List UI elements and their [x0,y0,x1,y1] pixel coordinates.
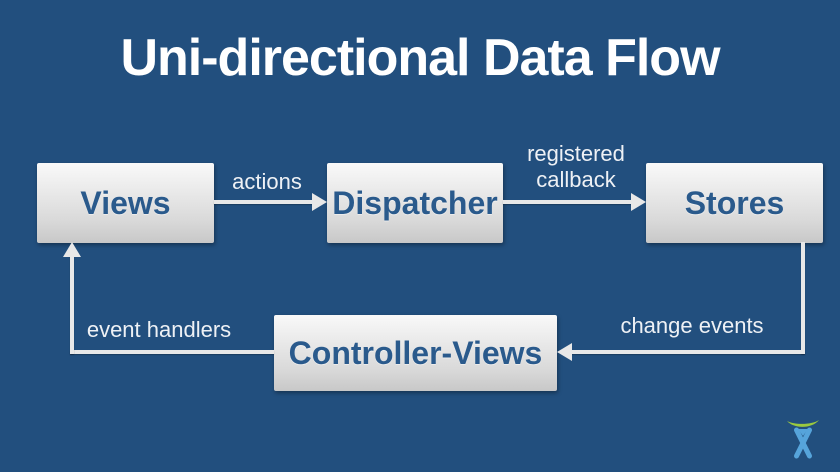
dispatcher-box: Dispatcher [327,163,503,243]
dispatcher-box-label: Dispatcher [332,184,498,221]
views-box-label: Views [80,184,171,221]
change-events-arrowhead-icon [557,343,572,361]
stores-box-label: Stores [684,184,785,221]
stores-box: Stores [646,163,823,243]
registered-callback-arrow-shaft [503,200,633,204]
event-handlers-arrow-horizontal-shaft [70,350,274,354]
event-handlers-label: event handlers [86,317,232,342]
slide-title: Uni-directional Data Flow [120,29,720,87]
views-box: Views [37,163,214,243]
atlassian-logo-icon [787,420,819,459]
actions-arrowhead-icon [312,193,327,211]
controller-views-box: Controller-Views [274,315,557,391]
change-events-arrow-vertical-shaft [801,242,805,354]
actions-arrow-shaft [214,200,314,204]
change-events-label: change events [620,313,764,338]
event-handlers-arrowhead-icon [63,242,81,257]
event-handlers-arrow-vertical-shaft [70,256,74,354]
controller-views-box-label: Controller-Views [288,334,543,371]
registered-callback-label: registered callback [527,141,625,192]
change-events-arrow-horizontal-shaft [571,350,805,354]
actions-label: actions [232,169,302,194]
registered-callback-arrowhead-icon [631,193,646,211]
